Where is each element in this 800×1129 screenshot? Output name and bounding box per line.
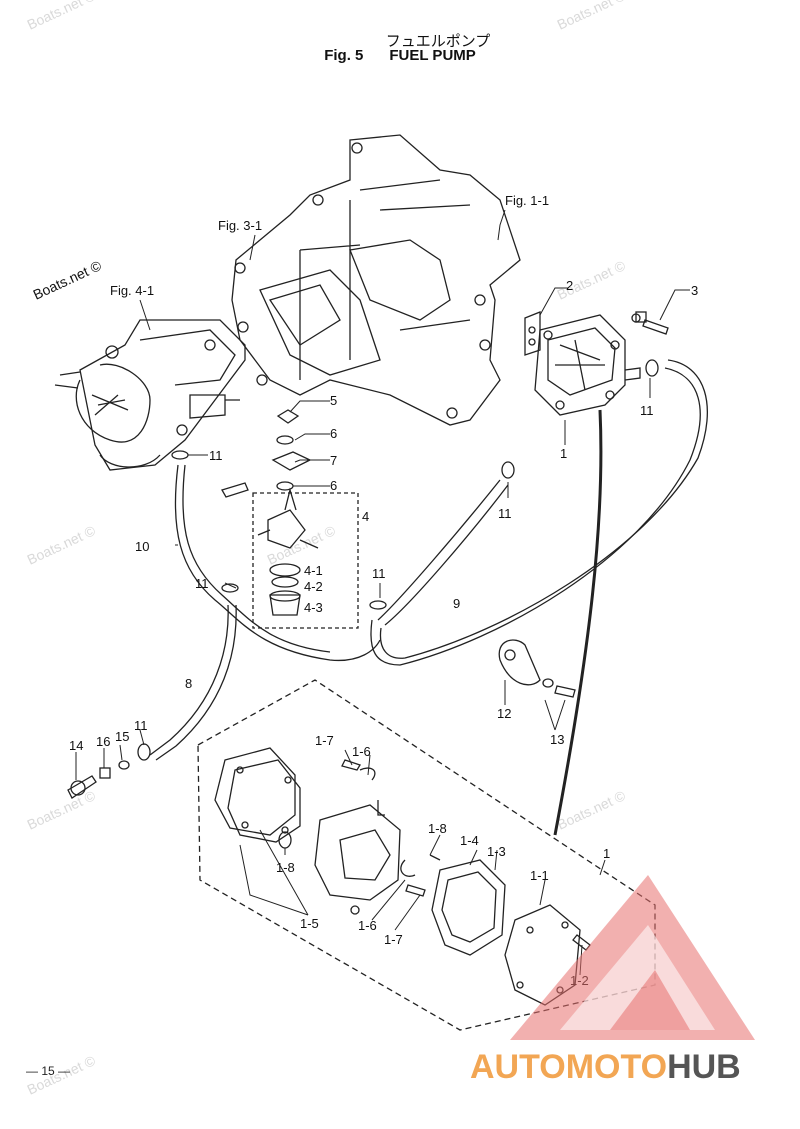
label-1-3: 1-3 [487, 844, 506, 859]
label-16: 16 [96, 734, 110, 749]
watermark: Boats.net © [25, 522, 99, 568]
label-1: 1 [560, 446, 567, 461]
label-1-4: 1-4 [460, 833, 479, 848]
carburetor [54, 319, 246, 471]
brand-part-1: AUTOMOTO [470, 1048, 668, 1086]
label-4: 4 [362, 509, 369, 524]
label-8: 8 [185, 676, 192, 691]
watermark: Boats.net © [25, 0, 99, 33]
pump-outlet-hose [553, 409, 603, 836]
leader-lines [75, 209, 690, 976]
hose-10 [174, 464, 381, 662]
small-parts-1-6-1-7-1-8 [278, 759, 441, 897]
label-1-7b: 1-7 [384, 932, 403, 947]
label-14: 14 [69, 738, 83, 753]
label-11b: 11 [209, 448, 223, 463]
label-15: 15 [115, 729, 129, 744]
label-6: 6 [330, 426, 337, 441]
watermark: Boats.net © [25, 787, 99, 833]
bolt-3 [631, 311, 669, 335]
label-11d: 11 [195, 576, 209, 591]
fuel-pump-assembly [524, 311, 641, 416]
watermark: Boats.net © [555, 0, 629, 33]
label-1-6: 1-6 [352, 744, 371, 759]
label-11f: 11 [134, 718, 148, 733]
label-1: 1 [603, 846, 610, 861]
label-9: 9 [453, 596, 460, 611]
watermark: Boats.net © [265, 522, 339, 568]
diaphragm-1-5 [214, 747, 301, 843]
brand-wordmark: AUTOMOTOHUB [470, 1048, 741, 1087]
label-1-1: 1-1 [530, 868, 549, 883]
label-4-1: 4-1 [304, 563, 323, 578]
label-1-5: 1-5 [300, 916, 319, 931]
label-fig-1-1: Fig. 1-1 [505, 193, 549, 208]
label-fig-4-1: Fig. 4-1 [110, 283, 154, 298]
label-1-7: 1-7 [315, 733, 334, 748]
label-10: 10 [135, 539, 149, 554]
label-1-8: 1-8 [428, 821, 447, 836]
label-13: 13 [550, 732, 564, 747]
brand-part-2: HUB [667, 1048, 741, 1086]
fuel-filter-assembly [252, 487, 359, 629]
hose-clamp-12 [498, 639, 576, 698]
label-4-3: 4-3 [304, 600, 323, 615]
page-number: — 15 — [26, 1064, 71, 1078]
label-7: 7 [330, 453, 337, 468]
gasket-1-4 [431, 859, 506, 956]
label-5: 5 [330, 393, 337, 408]
hose-clips [137, 359, 659, 761]
label-11c: 11 [498, 506, 512, 521]
figure-title: Fig. 5 FUEL PUMP [0, 47, 800, 64]
automotohub-logo [510, 875, 755, 1040]
watermark: Boats.net © [555, 787, 629, 833]
callout-labels: Fig. 1-1 Fig. 3-1 Fig. 4-1 2 3 11 1 5 6 … [69, 193, 698, 988]
hose-9 [370, 367, 701, 666]
crankcase-block [231, 134, 521, 426]
title-japanese: フュエルポンプ [385, 33, 491, 50]
label-2: 2 [566, 278, 573, 293]
label-11: 11 [640, 403, 654, 418]
figure-number: Fig. 5 [324, 47, 364, 64]
label-6b: 6 [330, 478, 337, 493]
hose-8 [149, 604, 229, 756]
fitting-parts [67, 760, 130, 799]
label-12: 12 [497, 706, 511, 721]
label-3: 3 [691, 283, 698, 298]
label-4-2: 4-2 [304, 579, 323, 594]
pump-body [314, 800, 401, 915]
figure-name: FUEL PUMP [389, 47, 476, 64]
filter-bracket-parts [221, 409, 312, 498]
watermark-dark: Boats.net © [31, 257, 105, 303]
label-1-6b: 1-6 [358, 918, 377, 933]
label-11e: 11 [372, 566, 386, 581]
label-fig-3-1: Fig. 3-1 [218, 218, 262, 233]
label-1-8b: 1-8 [276, 860, 295, 875]
watermarks: Boats.net © Boats.net © Boats.net © Boat… [25, 0, 629, 1098]
